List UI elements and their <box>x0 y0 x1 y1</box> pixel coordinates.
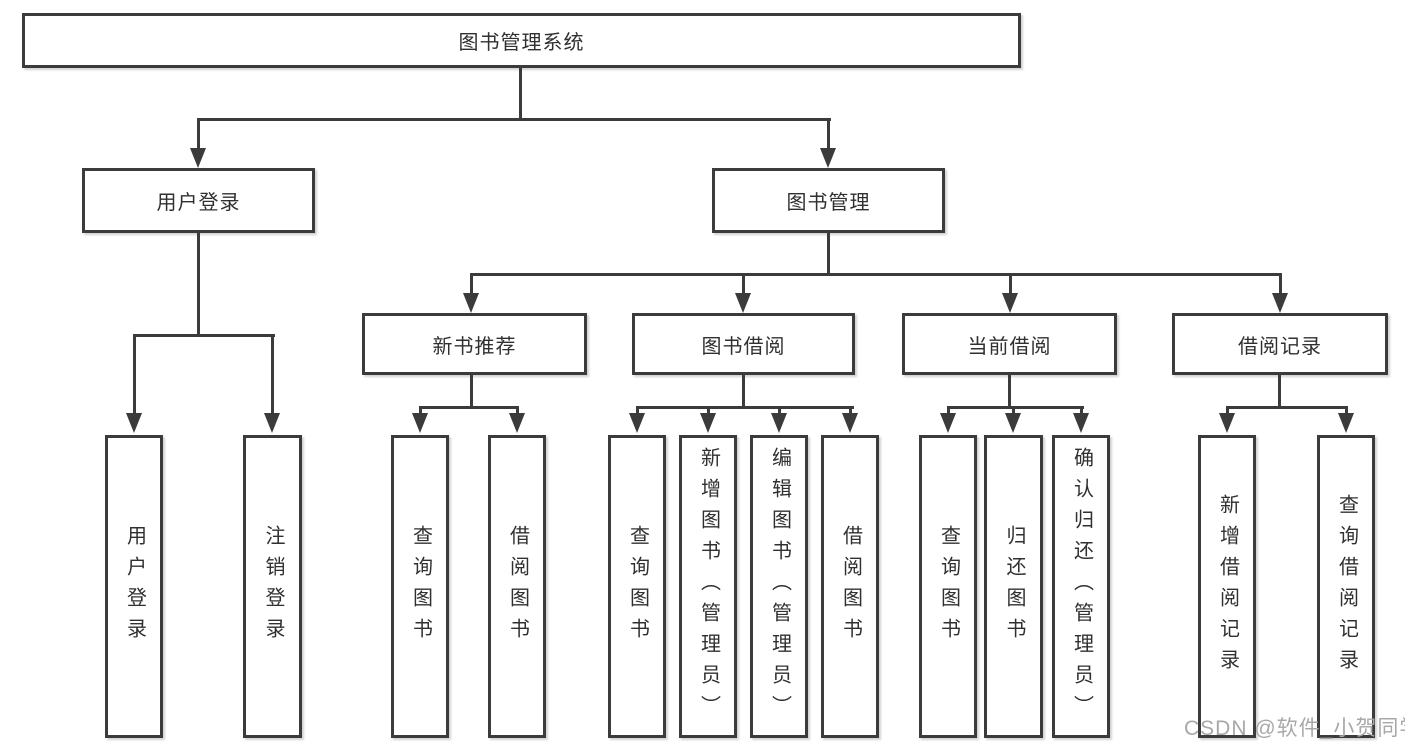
leaf-query-borrow-record: 查询借阅记录 <box>1317 435 1375 738</box>
connector-line <box>1278 375 1281 409</box>
arrow-down <box>1219 413 1235 433</box>
arrow-down <box>735 293 751 313</box>
connector-line <box>197 118 200 151</box>
connector-line <box>419 406 519 409</box>
node-borrow-records: 借阅记录 <box>1172 313 1388 375</box>
leaf-label: 查询借阅记录 <box>1335 493 1358 680</box>
connector-line <box>827 118 830 151</box>
leaf-label: 注销登录 <box>262 524 284 649</box>
connector-line <box>197 233 200 337</box>
arrow-down <box>463 293 479 313</box>
arrow-down <box>509 413 525 433</box>
leaf-borrow-books-recommend: 借阅图书 <box>488 435 546 738</box>
leaf-add-book-admin: 新增图书（管理员） <box>679 435 737 738</box>
connector-line <box>636 406 639 418</box>
leaf-edit-book-admin: 编辑图书（管理员） <box>750 435 808 738</box>
connector-line <box>1279 273 1282 295</box>
connector-line <box>778 406 781 418</box>
arrow-down <box>412 413 428 433</box>
node-user-login: 用户登录 <box>82 168 315 233</box>
node-root-library-system: 图书管理系统 <box>22 13 1021 68</box>
leaf-label: 查询图书 <box>626 524 649 649</box>
leaf-label: 新增借阅记录 <box>1216 493 1239 680</box>
leaf-label: 查询图书 <box>937 524 960 649</box>
arrow-down <box>1005 413 1021 433</box>
arrow-down <box>1272 293 1288 313</box>
node-book-management: 图书管理 <box>712 168 945 233</box>
leaf-label: 编辑图书（管理员） <box>768 447 791 726</box>
connector-line <box>636 406 854 409</box>
connector-line <box>197 118 831 121</box>
leaf-borrow-books-2: 借阅图书 <box>821 435 879 738</box>
connector-line <box>1226 406 1348 409</box>
connector-line <box>271 334 274 416</box>
leaf-label: 查询图书 <box>409 524 432 649</box>
node-label: 新书推荐 <box>432 335 517 358</box>
leaf-user-login: 用户登录 <box>105 435 163 738</box>
arrow-down <box>629 413 645 433</box>
connector-line <box>419 406 422 418</box>
leaf-confirm-return-admin: 确认归还（管理员） <box>1052 435 1110 738</box>
arrow-down <box>126 413 142 433</box>
node-book-borrow: 图书借阅 <box>632 313 855 375</box>
connector-line <box>1008 375 1011 409</box>
connector-line <box>470 273 473 295</box>
csdn-watermark: CSDN @软件_小贺同学 <box>1184 717 1405 740</box>
connector-line <box>827 233 830 276</box>
leaf-query-books-current: 查询图书 <box>919 435 977 738</box>
leaf-label: 借阅图书 <box>839 524 862 649</box>
connector-line <box>1345 406 1348 418</box>
leaf-label: 新增图书（管理员） <box>697 447 720 726</box>
node-label: 图书借阅 <box>701 335 786 358</box>
node-label: 图书管理 <box>786 192 871 214</box>
node-current-borrow: 当前借阅 <box>902 313 1117 375</box>
connector-line <box>1226 406 1229 418</box>
arrow-down <box>264 413 280 433</box>
connector-line <box>1009 273 1012 295</box>
node-new-book-recommend: 新书推荐 <box>362 313 587 375</box>
connector-line <box>516 406 519 418</box>
arrow-down <box>700 413 716 433</box>
node-label: 图书管理系统 <box>458 32 585 54</box>
leaf-query-books-borrow: 查询图书 <box>608 435 666 738</box>
node-label: 当前借阅 <box>967 335 1052 358</box>
arrow-down <box>842 413 858 433</box>
leaf-label: 借阅图书 <box>506 524 529 649</box>
arrow-down <box>1073 413 1089 433</box>
connector-line <box>519 68 522 121</box>
leaf-logout: 注销登录 <box>243 435 302 738</box>
connector-line <box>849 406 852 418</box>
connector-line <box>947 406 950 418</box>
connector-line <box>1080 406 1083 418</box>
arrow-down <box>1338 413 1354 433</box>
connector-line <box>947 406 1084 409</box>
connector-line <box>742 273 745 295</box>
connector-line <box>742 375 745 409</box>
leaf-add-borrow-record: 新增借阅记录 <box>1198 435 1256 738</box>
arrow-down <box>1002 293 1018 313</box>
arrow-down <box>771 413 787 433</box>
node-label: 借阅记录 <box>1238 335 1322 358</box>
arrow-down <box>190 148 206 168</box>
leaf-label: 确认归还（管理员） <box>1070 447 1093 726</box>
leaf-label: 归还图书 <box>1003 524 1025 649</box>
leaf-query-books-recommend: 查询图书 <box>391 435 449 738</box>
connector-line <box>133 334 275 337</box>
connector-line <box>1012 406 1015 418</box>
connector-line <box>470 273 1282 276</box>
arrow-down <box>940 413 956 433</box>
connector-line <box>470 375 473 409</box>
arrow-down <box>820 148 836 168</box>
leaf-return-books: 归还图书 <box>984 435 1043 738</box>
leaf-label: 用户登录 <box>123 524 146 649</box>
connector-line <box>707 406 710 418</box>
connector-line <box>133 334 136 416</box>
node-label: 用户登录 <box>156 192 241 214</box>
